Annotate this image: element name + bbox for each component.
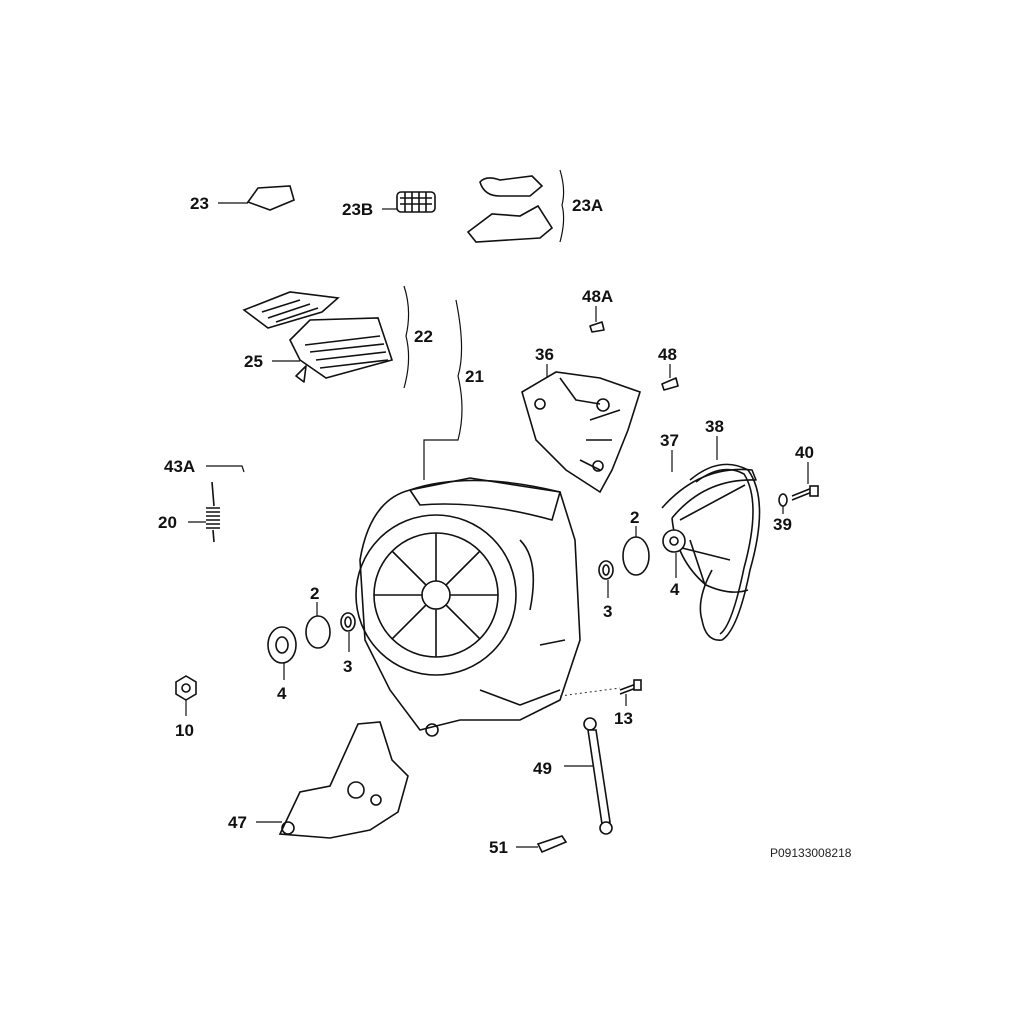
part-48A-screw bbox=[589, 306, 605, 333]
part-40-bolt bbox=[791, 462, 819, 501]
label-43A: 43A bbox=[164, 457, 195, 476]
label-51: 51 bbox=[489, 838, 508, 857]
part-36-drawing bbox=[521, 364, 641, 494]
label-2-left: 2 bbox=[310, 584, 319, 603]
part-39-washer bbox=[778, 493, 788, 514]
part-10-nut bbox=[175, 675, 197, 716]
part-49-damper bbox=[564, 717, 613, 835]
part-3-right-seal bbox=[598, 560, 614, 598]
part-3-left-seal bbox=[340, 612, 356, 652]
part-43A-hook bbox=[206, 465, 245, 473]
label-20: 20 bbox=[158, 513, 177, 532]
label-4-right: 4 bbox=[670, 580, 680, 599]
label-23B: 23B bbox=[342, 200, 373, 219]
part-23A-drawing bbox=[466, 169, 565, 243]
part-38-belt bbox=[689, 436, 761, 641]
label-4-left: 4 bbox=[277, 684, 287, 703]
part-22-drawing bbox=[242, 285, 463, 480]
label-49: 49 bbox=[533, 759, 552, 778]
label-38: 38 bbox=[705, 417, 724, 436]
part-23-drawing bbox=[218, 185, 295, 211]
label-23A: 23A bbox=[572, 196, 603, 215]
label-23: 23 bbox=[190, 194, 209, 213]
part-2-left-oring bbox=[305, 602, 331, 649]
label-47: 47 bbox=[228, 813, 247, 832]
label-3-left: 3 bbox=[343, 657, 352, 676]
label-2-right: 2 bbox=[630, 508, 639, 527]
part-23B-drawing bbox=[382, 191, 436, 213]
tub-housing bbox=[355, 477, 581, 737]
drawing-code: P09133008218 bbox=[770, 846, 852, 860]
part-47-counterweight bbox=[256, 721, 409, 839]
label-3-right: 3 bbox=[603, 602, 612, 621]
label-48: 48 bbox=[658, 345, 677, 364]
label-36: 36 bbox=[535, 345, 554, 364]
part-13-bolt bbox=[559, 679, 642, 706]
label-13: 13 bbox=[614, 709, 633, 728]
label-22: 22 bbox=[414, 327, 433, 346]
part-20-spring bbox=[188, 481, 220, 543]
part-51-pin bbox=[516, 835, 568, 854]
label-37: 37 bbox=[660, 431, 679, 450]
part-4-left-bearing bbox=[267, 626, 297, 680]
label-40: 40 bbox=[795, 443, 814, 462]
label-39: 39 bbox=[773, 515, 792, 534]
part-2-right-oring bbox=[622, 526, 650, 576]
part-37-pulley bbox=[661, 450, 757, 593]
label-21: 21 bbox=[465, 367, 484, 386]
part-48-screw bbox=[661, 364, 679, 391]
label-48A: 48A bbox=[582, 287, 613, 306]
label-10: 10 bbox=[175, 721, 194, 740]
part-25-drawing bbox=[295, 365, 307, 383]
label-25: 25 bbox=[244, 352, 263, 371]
